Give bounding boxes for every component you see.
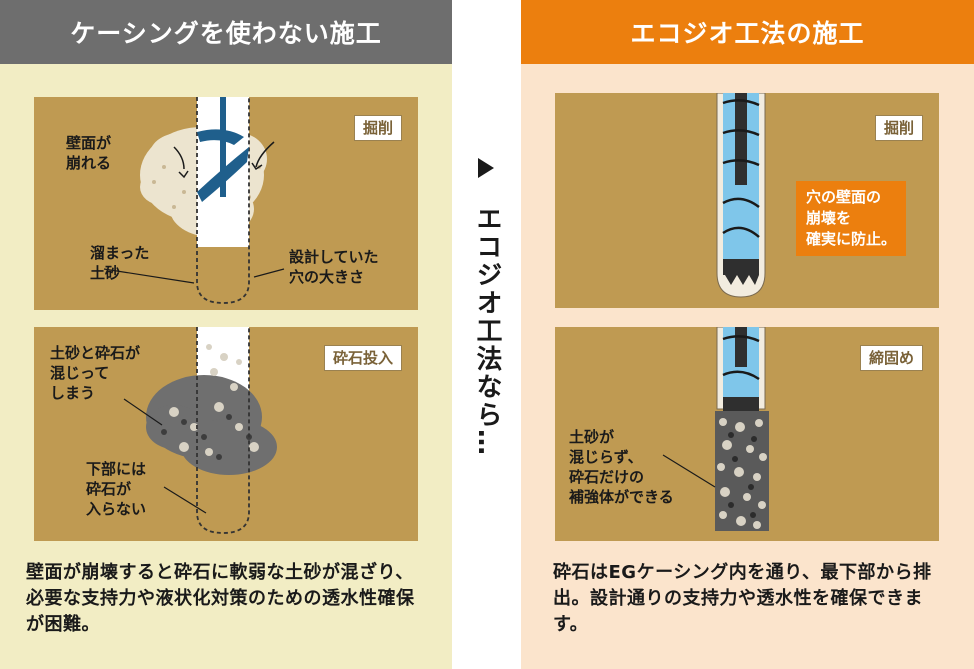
right-caption: 砕石はEGケーシング内を通り、最下部から排出。設計通りの支持力や透水性を確保でき…: [553, 562, 932, 635]
mixed-gravel: [146, 375, 277, 475]
design-hole-outline-2: [196, 327, 250, 534]
left-excavation-illustration: [103, 97, 285, 304]
left-gravel-tag: 砕石投入: [323, 345, 402, 371]
left-gravel-illustration: [123, 327, 277, 534]
wall-collapse-label: 壁面が 崩れる: [66, 134, 112, 172]
auger-icon: [197, 97, 249, 202]
accumulated-soil-label: 溜まった 土砂: [90, 244, 150, 282]
eg-casing-icon-2: [716, 327, 766, 411]
middle-text: エコジオ工法なら…: [472, 205, 502, 457]
left-gravel-panel: 砕石投入 土砂と砕石が 混じって しまう 下部には 砕石が 入らない: [34, 327, 418, 541]
design-hole-label: 設計していた 穴の大きさ: [289, 248, 379, 286]
right-excavation-illustration: [716, 93, 766, 298]
right-excavation-tag: 掘削: [874, 115, 923, 141]
right-header: エコジオ工法の施工: [521, 0, 974, 64]
pure-gravel-label: 土砂が 混じらず、 砕石だけの 補強体ができる: [569, 428, 674, 506]
design-hole-outline: [196, 97, 250, 304]
mixed-gravel-label: 土砂と砕石が 混じって しまう: [50, 344, 141, 402]
eg-casing-icon: [716, 93, 766, 298]
right-column: エコジオ工法の施工 掘削 穴の壁面の 崩壊を 確実に防止。: [521, 0, 974, 669]
gravel-column: [715, 411, 769, 531]
right-compaction-illustration: [662, 327, 769, 531]
right-compaction-panel: 締固め 土砂が 混じらず、 砕石だけの 補強体ができる: [555, 327, 939, 541]
collapse-arrows: [173, 141, 275, 179]
collapse-prevention-callout: 穴の壁面の 崩壊を 確実に防止。: [796, 181, 907, 256]
middle-transition: エコジオ工法なら…: [452, 0, 521, 669]
left-excavation-panel: 掘削 壁面が 崩れる 溜まった 土砂 設計していた 穴の大きさ: [34, 97, 418, 310]
right-compaction-tag: 締固め: [859, 345, 923, 371]
no-gravel-bottom-label: 下部には 砕石が 入らない: [86, 460, 147, 518]
left-header: ケーシングを使わない施工: [0, 0, 452, 64]
left-column: ケーシングを使わない施工: [0, 0, 452, 669]
right-arrow-icon: [478, 158, 494, 178]
right-excavation-panel: 掘削 穴の壁面の 崩壊を 確実に防止。: [555, 93, 939, 308]
left-excavation-tag: 掘削: [353, 115, 402, 141]
left-caption: 壁面が崩壊すると砕石に軟弱な土砂が混ざり、必要な支持力や液状化対策のための透水性…: [26, 562, 415, 635]
